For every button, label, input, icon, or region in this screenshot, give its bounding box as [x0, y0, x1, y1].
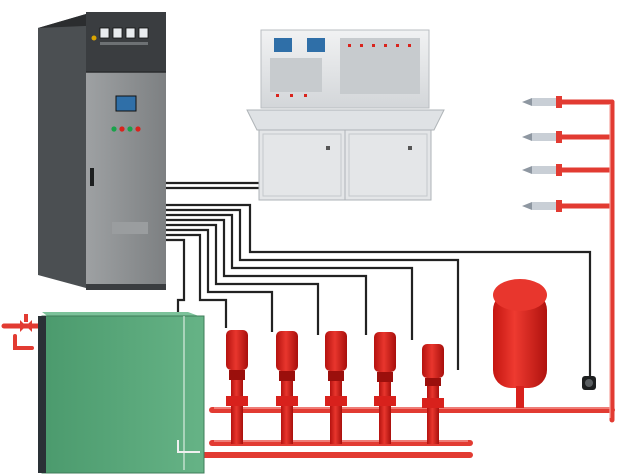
console-status-leds	[276, 44, 411, 97]
console-desk	[246, 109, 445, 131]
console-screen-2	[307, 38, 325, 52]
pump	[226, 330, 248, 444]
cabinet-base	[86, 284, 166, 290]
console-lock-right	[408, 146, 412, 150]
cabinet-door-handle	[90, 168, 94, 186]
pressure-vessel-leg	[516, 386, 524, 408]
wire-to-pressure-vessel	[162, 208, 460, 370]
cabinet-hmi-screen	[115, 95, 137, 112]
pressure-vessel	[493, 279, 547, 408]
pump	[374, 332, 396, 444]
control-console	[246, 29, 445, 201]
cabinet-meters	[91, 27, 149, 45]
cabinet-side	[38, 14, 86, 288]
sprinkler-head	[522, 96, 562, 108]
wire-to-pump-2	[162, 228, 274, 332]
wire-to-pump-1	[162, 233, 228, 328]
wire-to-pump-5	[162, 213, 414, 340]
inlet-valve	[20, 314, 32, 332]
sprinkler-head	[522, 164, 562, 176]
pressure-switch	[582, 376, 596, 390]
water-tank	[38, 312, 205, 474]
pump	[422, 344, 444, 444]
pump	[325, 331, 347, 444]
tank-suction-drop	[177, 440, 200, 453]
tank-front	[41, 315, 205, 474]
cabinet-buttons	[111, 126, 141, 132]
pump-set	[226, 330, 444, 444]
wire-to-pump-4	[162, 218, 368, 335]
sprinkler-heads	[522, 96, 562, 212]
pump	[276, 331, 298, 444]
cabinet-nameplate	[112, 222, 148, 234]
console-indicator-grid	[270, 38, 420, 94]
console-lock-left	[326, 146, 330, 150]
wire-to-pump-3	[162, 223, 320, 335]
tank-left-edge	[38, 316, 46, 473]
tank-feed-left	[13, 334, 34, 350]
console-screen-1	[274, 38, 292, 52]
sprinkler-head	[522, 131, 562, 143]
wire-to-flow-switch	[162, 203, 592, 378]
sprinkler-head	[522, 200, 562, 212]
control-cabinet	[38, 12, 166, 290]
